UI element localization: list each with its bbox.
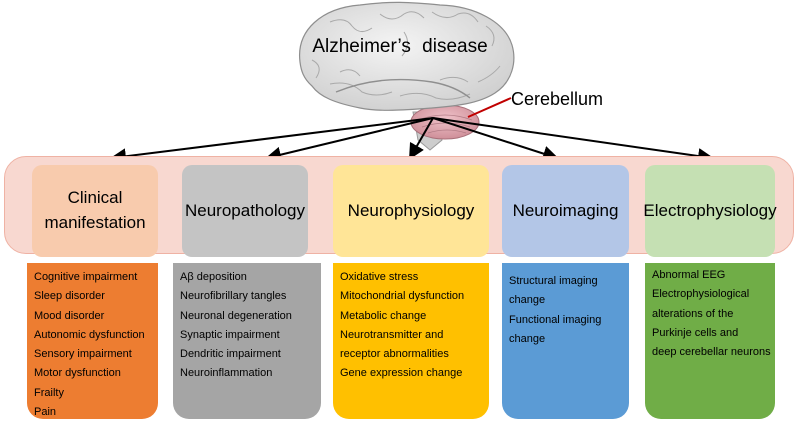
list-item: Aβ deposition (180, 271, 247, 283)
list-item: Neurotransmitter and (340, 328, 444, 341)
brain-shape (299, 1, 515, 111)
list-item: Metabolic change (340, 309, 427, 322)
arrow-neuroimaging (432, 117, 559, 162)
list-item: Abnormal EEG (652, 269, 726, 281)
arrow-neuropathology (265, 117, 434, 163)
list-item: Functional imaging (509, 313, 602, 326)
details-electrophysiology: Abnormal EEG Electrophysiological altera… (645, 263, 775, 419)
list-item: alterations of the (652, 307, 734, 320)
list-item: Gene expression change (340, 367, 463, 380)
list-item: change (509, 294, 546, 307)
details-neuroimaging: Structural imaging change Functional ima… (502, 263, 629, 419)
list-item: Motor dysfunction (34, 367, 121, 380)
list-item: Cognitive impairment (34, 271, 138, 283)
list-item: Neuronal degeneration (180, 309, 292, 322)
list-item: Electrophysiological (652, 288, 750, 301)
list-item: Frailty (34, 386, 64, 399)
header-neuropathology: Neuropathology (182, 165, 308, 257)
list-item: receptor abnormalities (340, 348, 449, 361)
details-clinical-manifestation: Cognitive impairment Sleep disorder Mood… (27, 263, 158, 419)
list-item: Dendritic impairment (180, 348, 281, 361)
arrows (110, 117, 714, 165)
arrow-electrophysiology (432, 117, 714, 164)
list-item: Synaptic impairment (180, 328, 280, 341)
list-item: Structural imaging (509, 275, 598, 287)
header-electrophysiology: Electrophysiology (643, 165, 777, 257)
list-item: change (509, 332, 546, 345)
list-item: deep cerebellar neurons (652, 346, 771, 359)
arrow-neurophysiology (409, 117, 434, 160)
brain-gyri (311, 11, 501, 100)
list-item: Neuroinflammation (180, 367, 273, 380)
list-item: Autonomic dysfunction (34, 328, 145, 341)
details-neuropathology: Aβ deposition Neurofibrillary tangles Ne… (173, 263, 321, 419)
list-item: Purkinje cells and (652, 326, 739, 339)
header-neuroimaging: Neuroimaging (502, 165, 629, 257)
list-item: Pain (34, 406, 57, 419)
arrow-clinical (110, 117, 434, 165)
list-item: Oxidative stress (340, 271, 419, 283)
diagram-title: Alzheimer’s disease (312, 36, 488, 57)
cerebellum-label: Cerebellum (511, 89, 604, 109)
header-neurophysiology: Neurophysiology (333, 165, 489, 257)
details-neurophysiology: Oxidative stress Mitochondrial dysfuncti… (333, 263, 489, 419)
header-clinical-manifestation: Clinical manifestation (32, 165, 158, 257)
list-item: Sleep disorder (34, 290, 105, 303)
cerebellum-pointer (467, 97, 512, 118)
list-item: Mood disorder (34, 309, 105, 322)
list-item: Mitochondrial dysfunction (340, 290, 465, 303)
list-item: Neurofibrillary tangles (180, 290, 287, 303)
list-item: Sensory impairment (34, 348, 132, 361)
